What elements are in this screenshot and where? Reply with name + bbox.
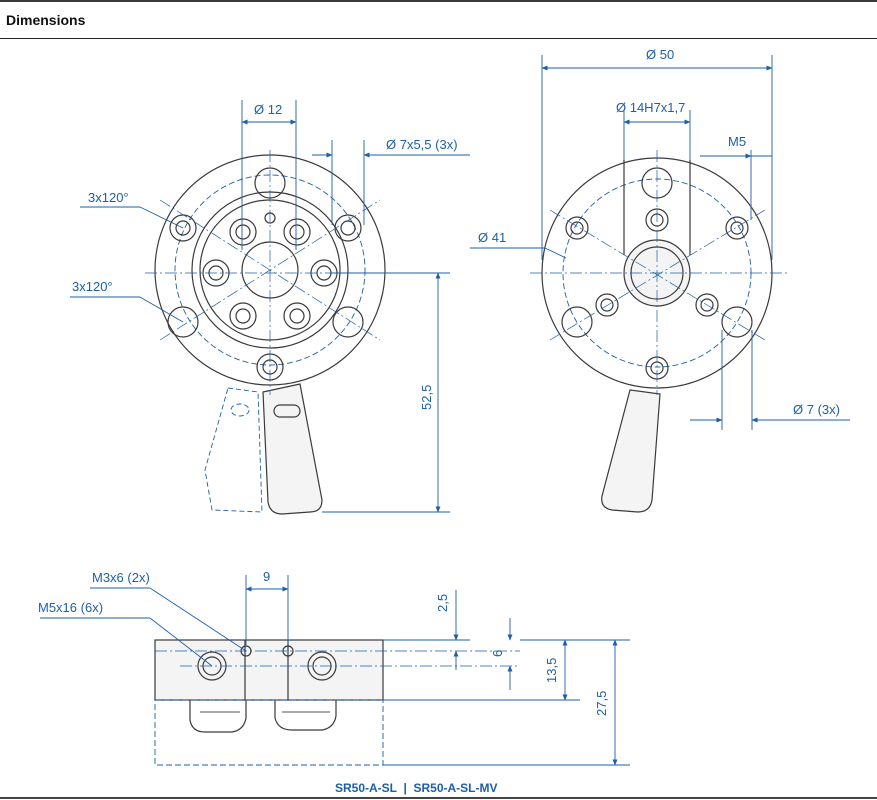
front-dim-holes: Ø 7x5,5 (3x) (386, 137, 458, 152)
side-thread-small: M3x6 (2x) (92, 570, 150, 585)
front-dim-height: 52,5 (419, 385, 434, 410)
rear-holes (561, 167, 753, 380)
front-angle-bottom: 3x120° (72, 279, 113, 294)
section-title: Dimensions (6, 12, 86, 28)
rear-dim-holes: Ø 7 (3x) (793, 402, 840, 417)
front-dim-bore: Ø 12 (254, 102, 282, 117)
front-angle-top: 3x120° (88, 190, 129, 205)
rear-dim-fit: Ø 14H7x1,7 (616, 100, 685, 115)
top-rule (0, 0, 877, 2)
front-ghost-handle (204, 387, 263, 513)
side-body (154, 639, 384, 701)
side-dim-top: 2,5 (435, 594, 450, 612)
front-handle (262, 383, 323, 515)
rear-handle (601, 389, 661, 513)
side-dim-total: 27,5 (594, 691, 609, 716)
front-view (70, 100, 470, 515)
side-dim-center: 13,5 (544, 658, 559, 683)
side-view (40, 575, 630, 766)
rear-dim-pitch: Ø 41 (478, 230, 506, 245)
rear-view (470, 55, 850, 513)
rear-dim-thread: M5 (728, 134, 746, 149)
rear-dim-outer: Ø 50 (646, 47, 674, 62)
side-thread-large: M5x16 (6x) (38, 600, 103, 615)
product-caption: SR50-A-SL | SR50-A-SL-MV (335, 781, 498, 795)
side-dim-spacing: 9 (263, 569, 270, 584)
section-header: Dimensions (0, 2, 877, 39)
bottom-rule (0, 797, 877, 799)
side-dim-mid: 6 (490, 650, 505, 657)
